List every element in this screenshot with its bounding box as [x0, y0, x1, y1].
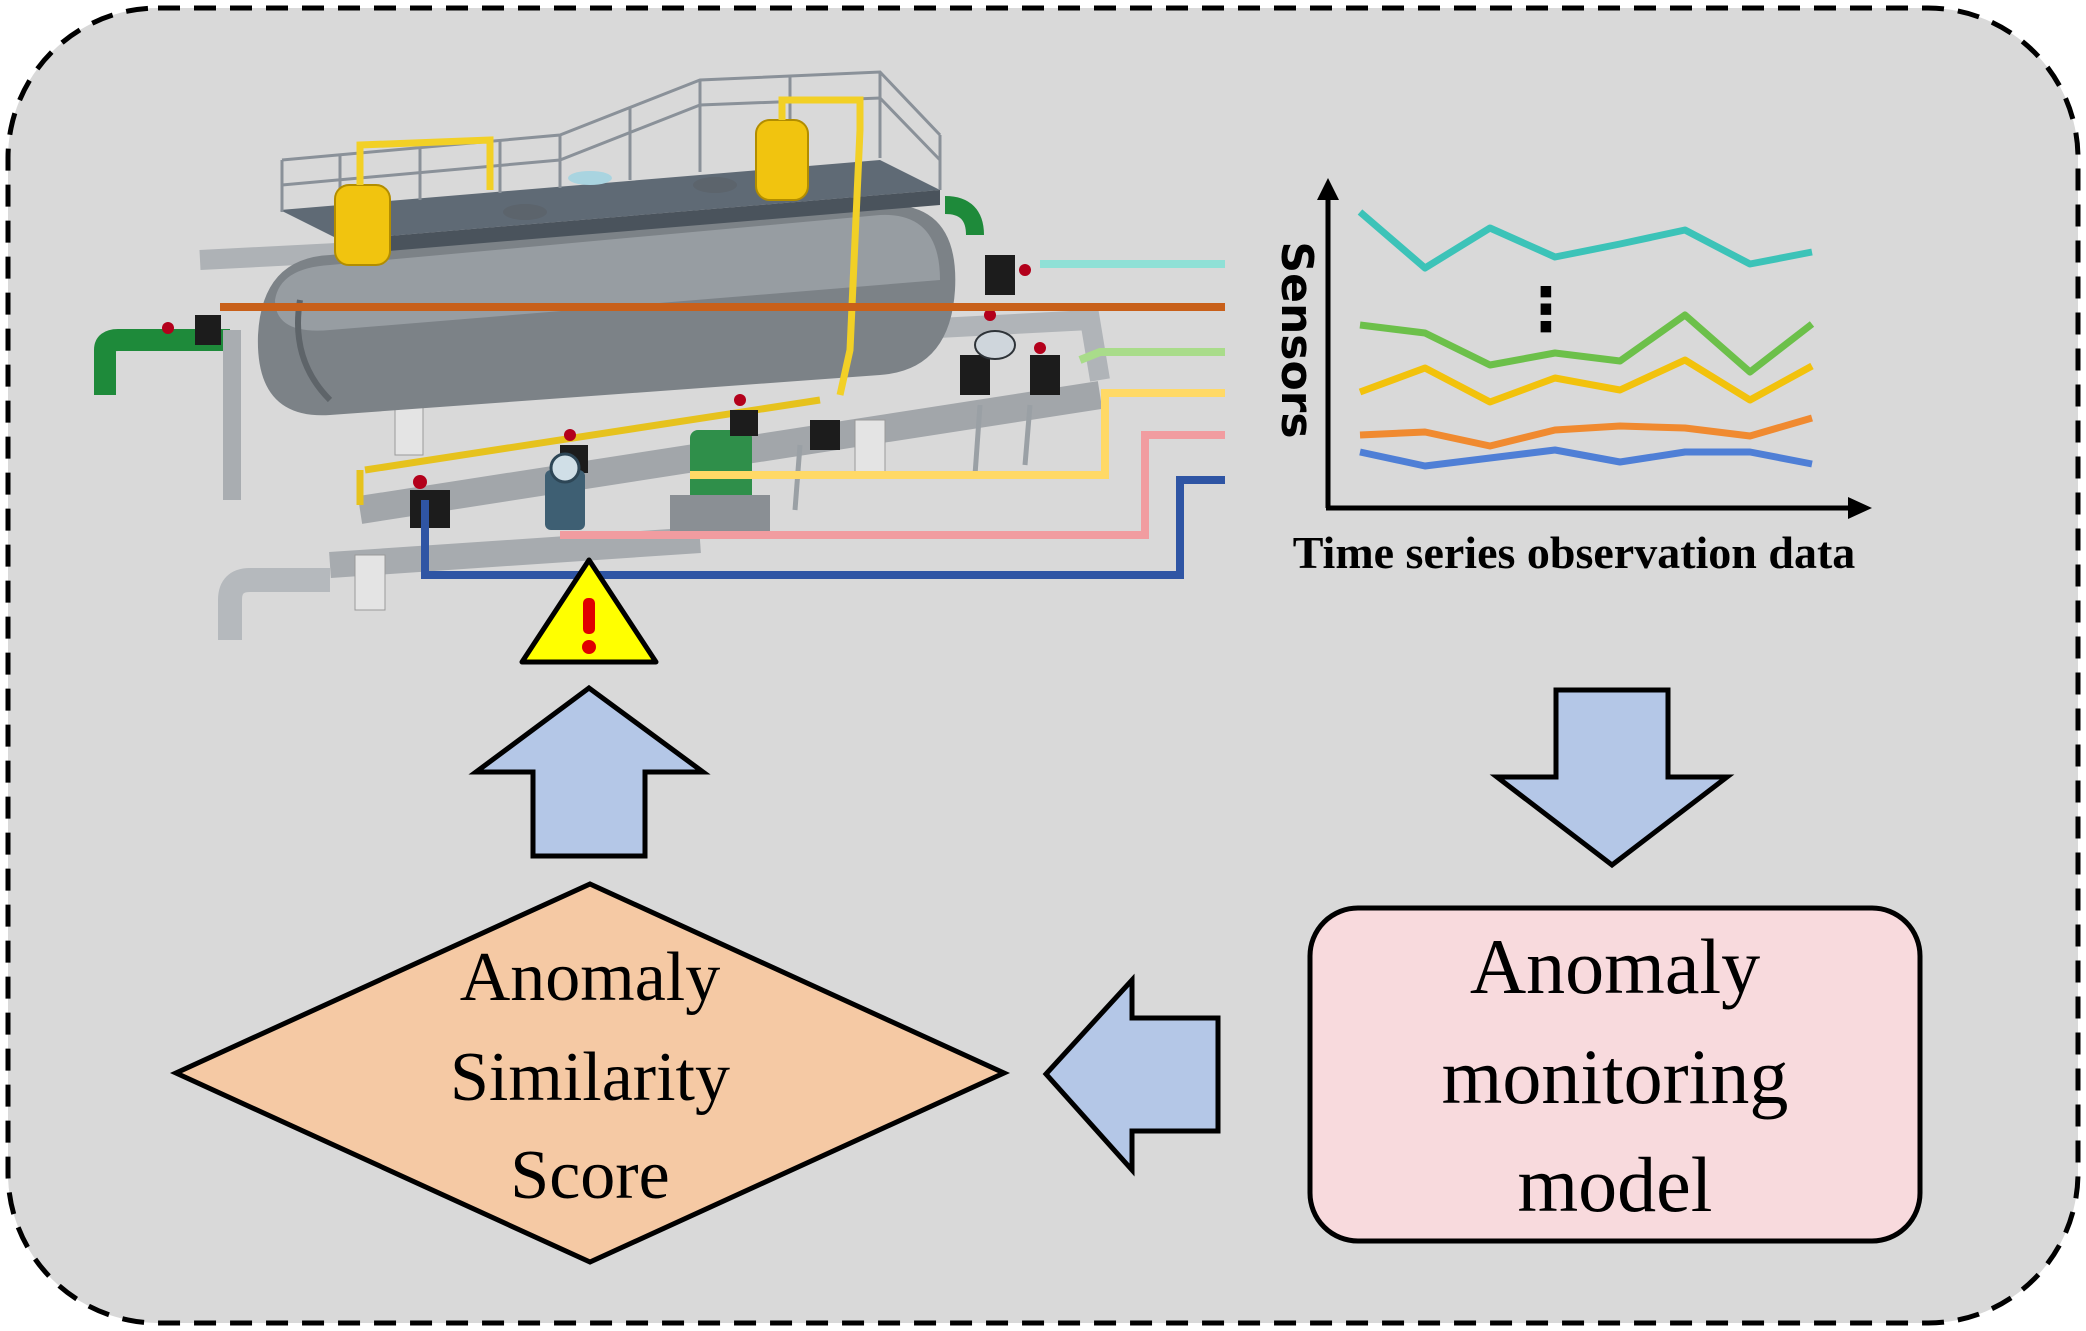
sensor-time-series-chart: ⋮ Sensors Time series observation data — [1271, 178, 1872, 578]
arrow-left-icon — [1042, 973, 1221, 1177]
arrow-up-icon — [468, 684, 711, 859]
model-label-line-1: Anomaly — [1470, 923, 1760, 1010]
arrow-down-icon — [1489, 687, 1735, 869]
score-label-line-1: Anomaly — [460, 939, 721, 1016]
sensor-wires — [220, 260, 1225, 579]
score-label-line-3: Score — [510, 1137, 669, 1214]
x-axis-arrowhead — [1848, 497, 1872, 519]
x-axis-label: Time series observation data — [1293, 527, 1856, 578]
score-label-line-2: Similarity — [450, 1039, 730, 1116]
y-axis-label: Sensors — [1271, 241, 1322, 438]
y-axis-arrowhead — [1317, 178, 1339, 200]
series-line-yellow — [1358, 356, 1814, 406]
series-line-blue — [1359, 446, 1813, 470]
series-line-teal — [1357, 209, 1813, 272]
series-line-green — [1359, 311, 1815, 376]
anomaly-similarity-score-diamond: Anomaly Similarity Score — [169, 881, 1011, 1265]
model-label-line-2: monitoring — [1442, 1033, 1789, 1120]
model-label-line-3: model — [1518, 1141, 1713, 1228]
series-line-orange — [1359, 414, 1813, 450]
warning-icon — [519, 557, 659, 665]
series-ellipsis: ⋮ — [1516, 275, 1576, 345]
anomaly-monitoring-model-box: Anomaly monitoring model — [1307, 905, 1923, 1244]
